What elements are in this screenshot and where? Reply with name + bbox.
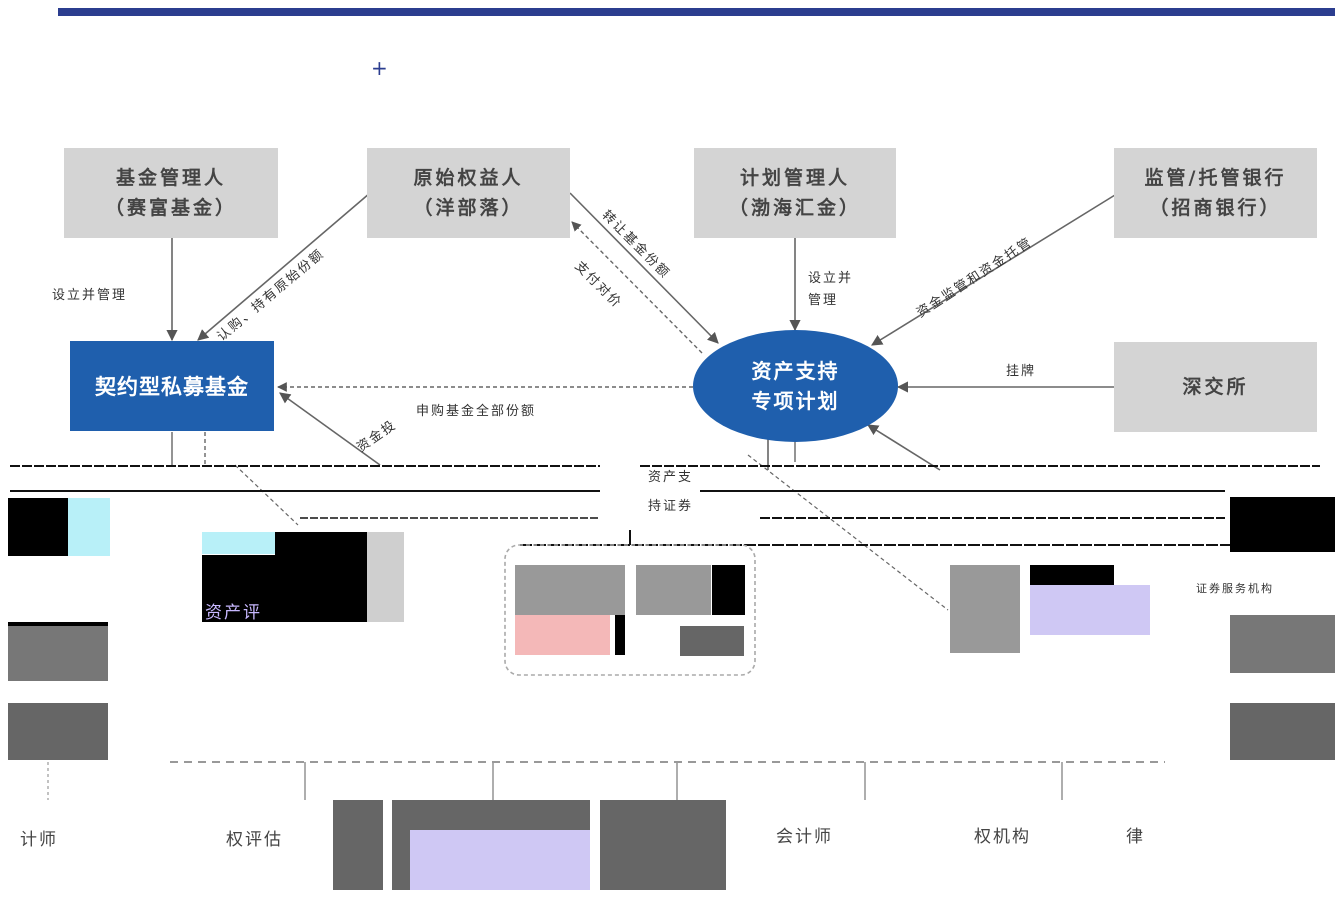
- node-custodian-bank-line1: 监管/托管银行: [1144, 167, 1287, 189]
- node-plan-manager: 计划管理人 （渤海汇金）: [694, 148, 896, 238]
- edge-lower-plan-b: [867, 424, 941, 471]
- header-bar: [58, 8, 1335, 16]
- fragment-block: [8, 498, 68, 556]
- fragment-block: [8, 703, 108, 760]
- label-subscribe-fund-share: 申购基金全部份额: [416, 404, 537, 419]
- fragment-block: [275, 532, 367, 555]
- node-custodian-bank-line2: （招商银行）: [1149, 197, 1282, 219]
- node-plan-manager-line2: （渤海汇金）: [728, 197, 861, 219]
- node-original-beneficiary-line1: 原始权益人: [413, 167, 524, 189]
- fragment-block: [950, 565, 1020, 653]
- edge-beneficiary-fund: [197, 192, 371, 341]
- bottom-label-auditor-left: 计师: [20, 830, 58, 850]
- fragment-block: [636, 565, 711, 615]
- edge-lower-fund: [279, 392, 381, 466]
- fragment-block: [1230, 615, 1335, 673]
- fragment-block: [68, 498, 110, 556]
- node-abs-plan: 资产支持 专项计划: [693, 330, 898, 442]
- edge-beneficiary-plan: [569, 192, 719, 344]
- bottom-label-institution: 权机构: [974, 827, 1031, 847]
- node-abs-plan-line1: 资产支持: [751, 359, 840, 383]
- fragment-block: [367, 532, 404, 622]
- label-sub-a: 资产支: [648, 470, 694, 485]
- node-exchange: 深交所: [1114, 342, 1317, 432]
- node-plan-manager-line1: 计划管理人: [739, 167, 850, 189]
- node-original-beneficiary: 原始权益人 （洋部落）: [367, 148, 570, 238]
- label-right-service: 证券服务机构: [1196, 582, 1274, 595]
- fragment-block: [202, 532, 275, 554]
- bottom-label-accountant: 会计师: [776, 827, 833, 847]
- node-fund-manager: 基金管理人 （赛富基金）: [64, 148, 278, 238]
- fragment-block: [202, 555, 367, 622]
- fragment-block: [1030, 565, 1114, 585]
- fragment-block: [333, 800, 383, 890]
- node-custodian-bank: 监管/托管银行 （招商银行）: [1114, 148, 1317, 238]
- node-original-beneficiary-line2: （洋部落）: [413, 197, 524, 219]
- edge-bank-plan: [871, 194, 1116, 346]
- label-sub-b: 持证券: [648, 499, 694, 514]
- bottom-label-assess: 资产评: [205, 603, 262, 623]
- fragment-block: [1230, 497, 1335, 552]
- node-fund-manager-line2: （赛富基金）: [104, 197, 237, 219]
- fragment-block: [515, 565, 625, 615]
- node-private-fund: 契约型私募基金: [70, 341, 274, 431]
- fragment-block: [600, 800, 726, 890]
- fragment-block: [1230, 703, 1335, 760]
- label-listing: 挂牌: [1006, 364, 1037, 379]
- node-fund-manager-line1: 基金管理人: [115, 167, 226, 189]
- plus-icon: +: [371, 56, 388, 80]
- fragment-block: [615, 615, 625, 655]
- label-establish-manage-left: 设立并管理: [52, 288, 128, 303]
- fragment-block: [410, 830, 590, 890]
- bottom-label-rating: 权评估: [226, 830, 283, 850]
- fragment-block: [712, 565, 745, 615]
- fragment-block: [8, 622, 108, 681]
- edge-plan-beneficiary: [571, 221, 703, 354]
- label-establish-manage-center: 设立并 管理: [808, 271, 854, 308]
- fragment-block: [1030, 585, 1150, 635]
- bottom-label-law: 律: [1126, 827, 1145, 847]
- node-abs-plan-line2: 专项计划: [751, 389, 840, 413]
- fragment-block: [515, 615, 610, 655]
- fragment-block: [680, 626, 744, 656]
